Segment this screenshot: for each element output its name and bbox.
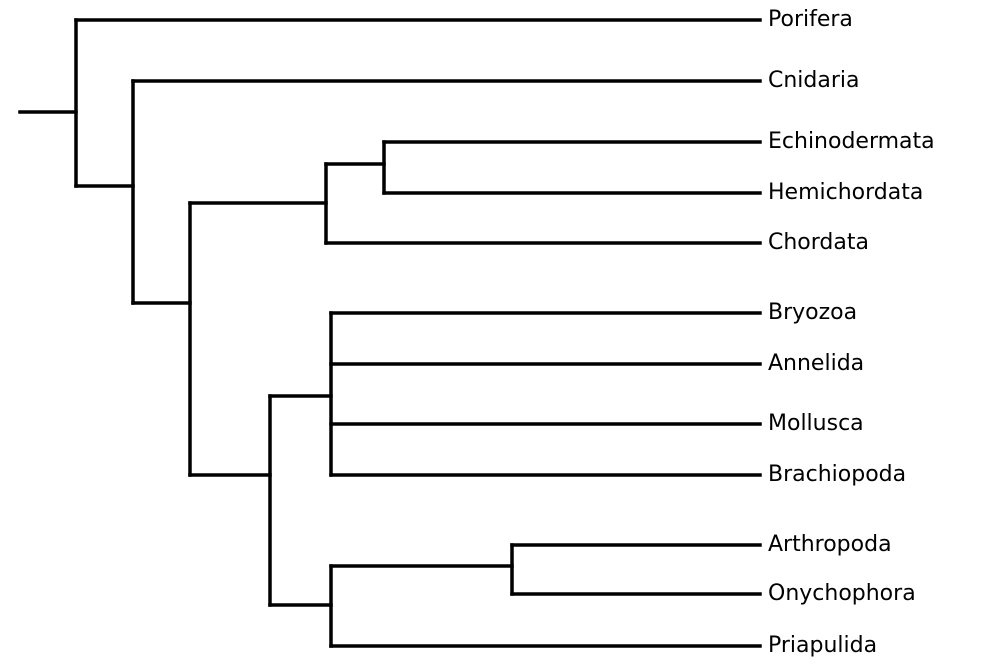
taxon-label-priapulida: Priapulida — [768, 633, 877, 658]
taxon-label-annelida: Annelida — [768, 351, 864, 376]
taxon-label-onychophora: Onychophora — [768, 581, 916, 606]
taxon-label-cnidaria: Cnidaria — [768, 68, 860, 93]
taxon-label-echinodermata: Echinodermata — [768, 129, 935, 154]
tree-branches — [18, 18, 762, 648]
taxon-label-mollusca: Mollusca — [768, 411, 864, 436]
taxon-label-bryozoa: Bryozoa — [768, 300, 857, 325]
taxon-label-hemichordata: Hemichordata — [768, 180, 923, 205]
taxon-label-chordata: Chordata — [768, 230, 869, 255]
taxon-label-brachiopoda: Brachiopoda — [768, 462, 906, 487]
taxon-label-porifera: Porifera — [768, 7, 853, 32]
taxon-label-arthropoda: Arthropoda — [768, 532, 892, 557]
